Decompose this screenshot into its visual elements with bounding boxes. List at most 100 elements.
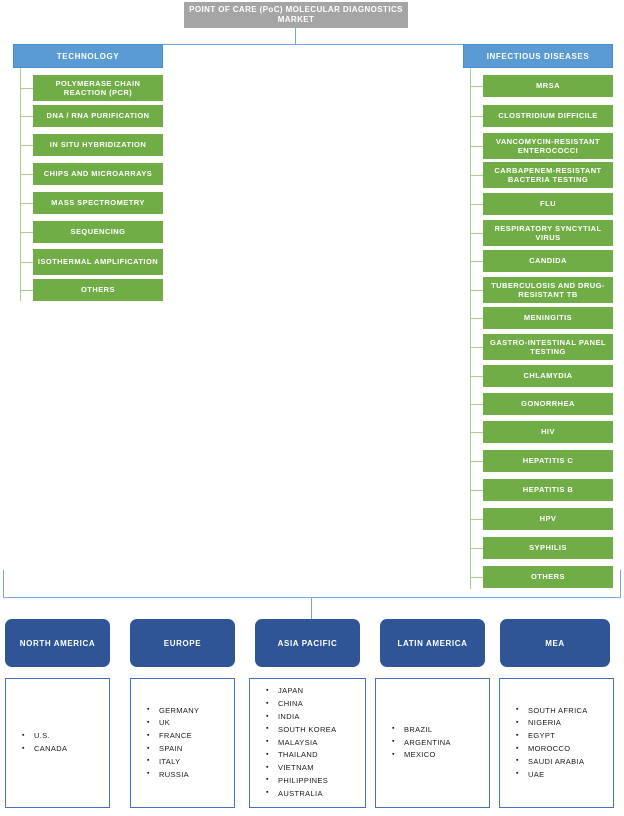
leaf-label: CLOSTRIDIUM DIFFICILE [498,111,598,121]
leaf-label: OTHERS [531,572,565,582]
connector-root-stem [295,28,296,44]
list-item: AUSTRALIA [266,787,365,801]
leaf-label: HEPATITIS B [522,485,574,495]
country-list-europe: GERMANY UK FRANCE SPAIN ITALY RUSSIA [131,704,234,782]
list-item: SPAIN [147,743,234,756]
list-item: FRANCE [147,730,234,743]
leaf-label: CARBAPENEM-RESISTANT BACTERIA TESTING [494,165,602,184]
list-item: MOROCCO [516,743,613,756]
connector-disease-17 [470,577,483,578]
list-item: ITALY [147,755,234,769]
connector-technology-3 [20,174,33,175]
leaf-disease-16: SYPHILIS [483,537,613,559]
connector-technology-4 [20,203,33,204]
leaf-disease-9: GASTRO-INTESTINAL PANEL TESTING [483,334,613,360]
connector-disease-2 [470,146,483,147]
leaf-disease-15: HPV [483,508,613,530]
connector-disease-9 [470,347,483,348]
region-body-mea: SOUTH AFRICA NIGERIA EGYPT MOROCCO SAUDI… [499,678,614,808]
leaf-label: ISOTHERMAL AMPLIFICATION [37,257,159,267]
leaf-technology-4: MASS SPECTROMETRY [33,192,163,214]
leaf-label: RESPIRATORY SYNCYTIAL VIRUS [494,223,602,242]
connector-disease-7 [470,290,483,291]
connector-technology-5 [20,232,33,233]
list-item: UAE [516,768,613,782]
connector-disease-13 [470,461,483,462]
list-item: ARGENTINA [392,736,489,750]
leaf-technology-3: CHIPS AND MICROARRAYS [33,163,163,185]
leaf-label: GONORRHEA [521,399,575,409]
leaf-label: CHIPS AND MICROARRAYS [43,169,153,179]
connector-region-spine [3,597,621,598]
connector-technology-7 [20,290,33,291]
category-node-technology: TECHNOLOGY [13,44,163,68]
leaf-label: CANDIDA [529,256,567,266]
region-body-latin-america: BRAZIL ARGENTINA MEXICO [375,678,490,808]
connector-region-center-drop [311,597,312,619]
leaf-label: VANCOMYCIN-RESISTANT ENTEROCOCCI [495,136,601,155]
connector-disease-8 [470,318,483,319]
leaf-label: DNA / RNA PURIFICATION [46,111,150,121]
leaf-label: OTHERS [81,285,115,295]
leaf-disease-12: HIV [483,421,613,443]
country-list-mea: SOUTH AFRICA NIGERIA EGYPT MOROCCO SAUDI… [500,704,613,782]
category-node-infectious-diseases: INFECTIOUS DISEASES [463,44,613,68]
leaf-technology-0: POLYMERASE CHAIN REACTION (PCR) [33,75,163,101]
leaf-disease-6: CANDIDA [483,250,613,272]
list-item: NIGERIA [516,717,613,730]
connector-diseases-spine [470,68,471,589]
leaf-label: HPV [539,514,557,524]
region-label: MEA [545,638,565,648]
leaf-label: SEQUENCING [70,227,126,237]
leaf-disease-17: OTHERS [483,566,613,588]
region-label: NORTH AMERICA [19,638,96,648]
list-item: JAPAN [266,685,365,698]
list-item: EGYPT [516,730,613,743]
country-list-north-america: U.S. CANADA [6,730,109,756]
region-header-mea: MEA [500,619,610,667]
leaf-disease-1: CLOSTRIDIUM DIFFICILE [483,105,613,127]
list-item: PHILIPPINES [266,774,365,788]
list-item: CANADA [22,743,109,756]
leaf-label: MASS SPECTROMETRY [51,198,145,208]
connector-disease-0 [470,86,483,87]
list-item: GERMANY [147,704,234,718]
list-item: MALAYSIA [266,736,365,750]
leaf-disease-3: CARBAPENEM-RESISTANT BACTERIA TESTING [483,162,613,188]
leaf-disease-2: VANCOMYCIN-RESISTANT ENTEROCOCCI [483,133,613,159]
leaf-label: GASTRO-INTESTINAL PANEL TESTING [490,337,606,356]
connector-disease-6 [470,261,483,262]
leaf-label: MENINGITIS [523,313,573,323]
leaf-technology-5: SEQUENCING [33,221,163,243]
leaf-label: FLU [540,199,556,209]
connector-disease-14 [470,490,483,491]
region-header-asia-pacific: ASIA PACIFIC [255,619,360,667]
list-item: THAILAND [266,749,365,762]
leaf-label: SYPHILIS [529,543,567,553]
region-header-europe: EUROPE [130,619,235,667]
list-item: UK [147,717,234,730]
connector-disease-10 [470,376,483,377]
leaf-label: IN SITU HYBRIDIZATION [49,140,147,150]
leaf-disease-13: HEPATITIS C [483,450,613,472]
leaf-label: HIV [541,427,555,437]
connector-technology-0 [20,88,33,89]
connector-disease-4 [470,204,483,205]
list-item: INDIA [266,711,365,724]
connector-disease-15 [470,519,483,520]
leaf-label: CHLAMYDIA [523,371,573,381]
leaf-technology-6: ISOTHERMAL AMPLIFICATION [33,249,163,275]
list-item: BRAZIL [392,723,489,737]
connector-disease-12 [470,432,483,433]
leaf-disease-8: MENINGITIS [483,307,613,329]
category-label-technology: TECHNOLOGY [56,51,120,61]
leaf-label: POLYMERASE CHAIN REACTION (PCR) [55,78,141,97]
leaf-disease-7: TUBERCULOSIS AND DRUG-RESISTANT TB [483,277,613,303]
region-body-north-america: U.S. CANADA [5,678,110,808]
leaf-disease-11: GONORRHEA [483,393,613,415]
leaf-technology-2: IN SITU HYBRIDIZATION [33,134,163,156]
leaf-disease-14: HEPATITIS B [483,479,613,501]
region-label: LATIN AMERICA [397,638,468,648]
list-item: U.S. [22,730,109,743]
